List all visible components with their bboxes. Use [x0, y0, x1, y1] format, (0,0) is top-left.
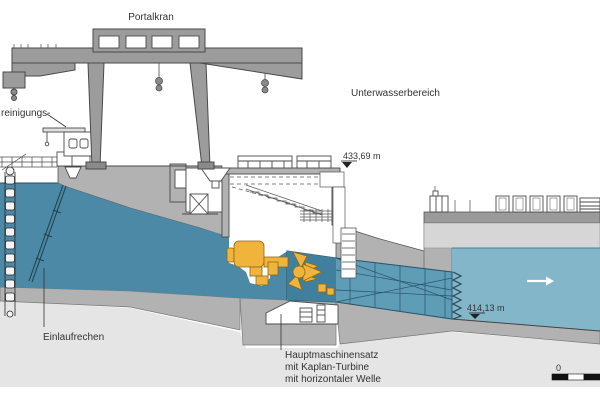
tailwater-platform: [423, 211, 600, 249]
intake-trash-rack: [28, 184, 67, 283]
elevation-triangle-icon: [470, 314, 480, 319]
beam-top-fittings: [13, 44, 57, 48]
leader-cleaning-machine: [46, 113, 67, 128]
crane-label: Portalkran: [128, 12, 174, 23]
cleaning-machine-label: reinigungs-: [1, 108, 50, 119]
crane-girder-windows: [98, 35, 200, 49]
tailwater: [451, 247, 600, 332]
elevation-marker-upper: [341, 160, 357, 168]
tailwater-area-label: Unterwasserbereich: [351, 88, 440, 99]
leader-lines: [43, 113, 282, 350]
flow-direction-arrow-icon: [527, 276, 554, 286]
machine-set-label-line3: mit horizontaler Welle: [285, 374, 381, 385]
elevation-upper-label: 433,69 m: [343, 151, 381, 161]
main-machine-set: [226, 240, 335, 300]
deck-equipment-box: [429, 195, 449, 213]
outlet-zigzag-rack: [451, 271, 463, 320]
ladder-shaft: [340, 227, 357, 279]
machine-set-label-line1: Hauptmaschinensatz: [285, 350, 378, 361]
railing: [0, 153, 57, 171]
stoplog-storage: [429, 186, 600, 213]
machine-set-label-line2: mit Kaplan-Turbine: [285, 362, 370, 373]
rack-cleaning-chain: [4, 166, 16, 318]
scale-bar: 0: [551, 363, 600, 381]
intake-screen-label: Einlaufrechen: [43, 332, 104, 343]
crane-girder: [92, 28, 206, 53]
rack-cleaning-machine: [42, 127, 94, 179]
elevation-marker-lower: [469, 312, 485, 319]
scale-zero-label: 0: [556, 363, 561, 373]
generator: [233, 240, 265, 268]
generator-and-turbine: [226, 240, 335, 296]
ground-light: [0, 301, 600, 387]
gantry-crane: [2, 28, 303, 170]
intake-gate-structure: [169, 163, 231, 215]
runner-hub: [292, 265, 306, 279]
elevation-triangle-icon: [342, 162, 352, 168]
roof-hatches: [237, 155, 332, 169]
crane-hooks: [155, 63, 269, 94]
elevation-lower-label: 414,13 m: [467, 303, 505, 313]
auxiliary-room: [265, 300, 339, 325]
intake-funnel: [200, 167, 231, 182]
kaplan-runner-blade: [292, 251, 308, 269]
